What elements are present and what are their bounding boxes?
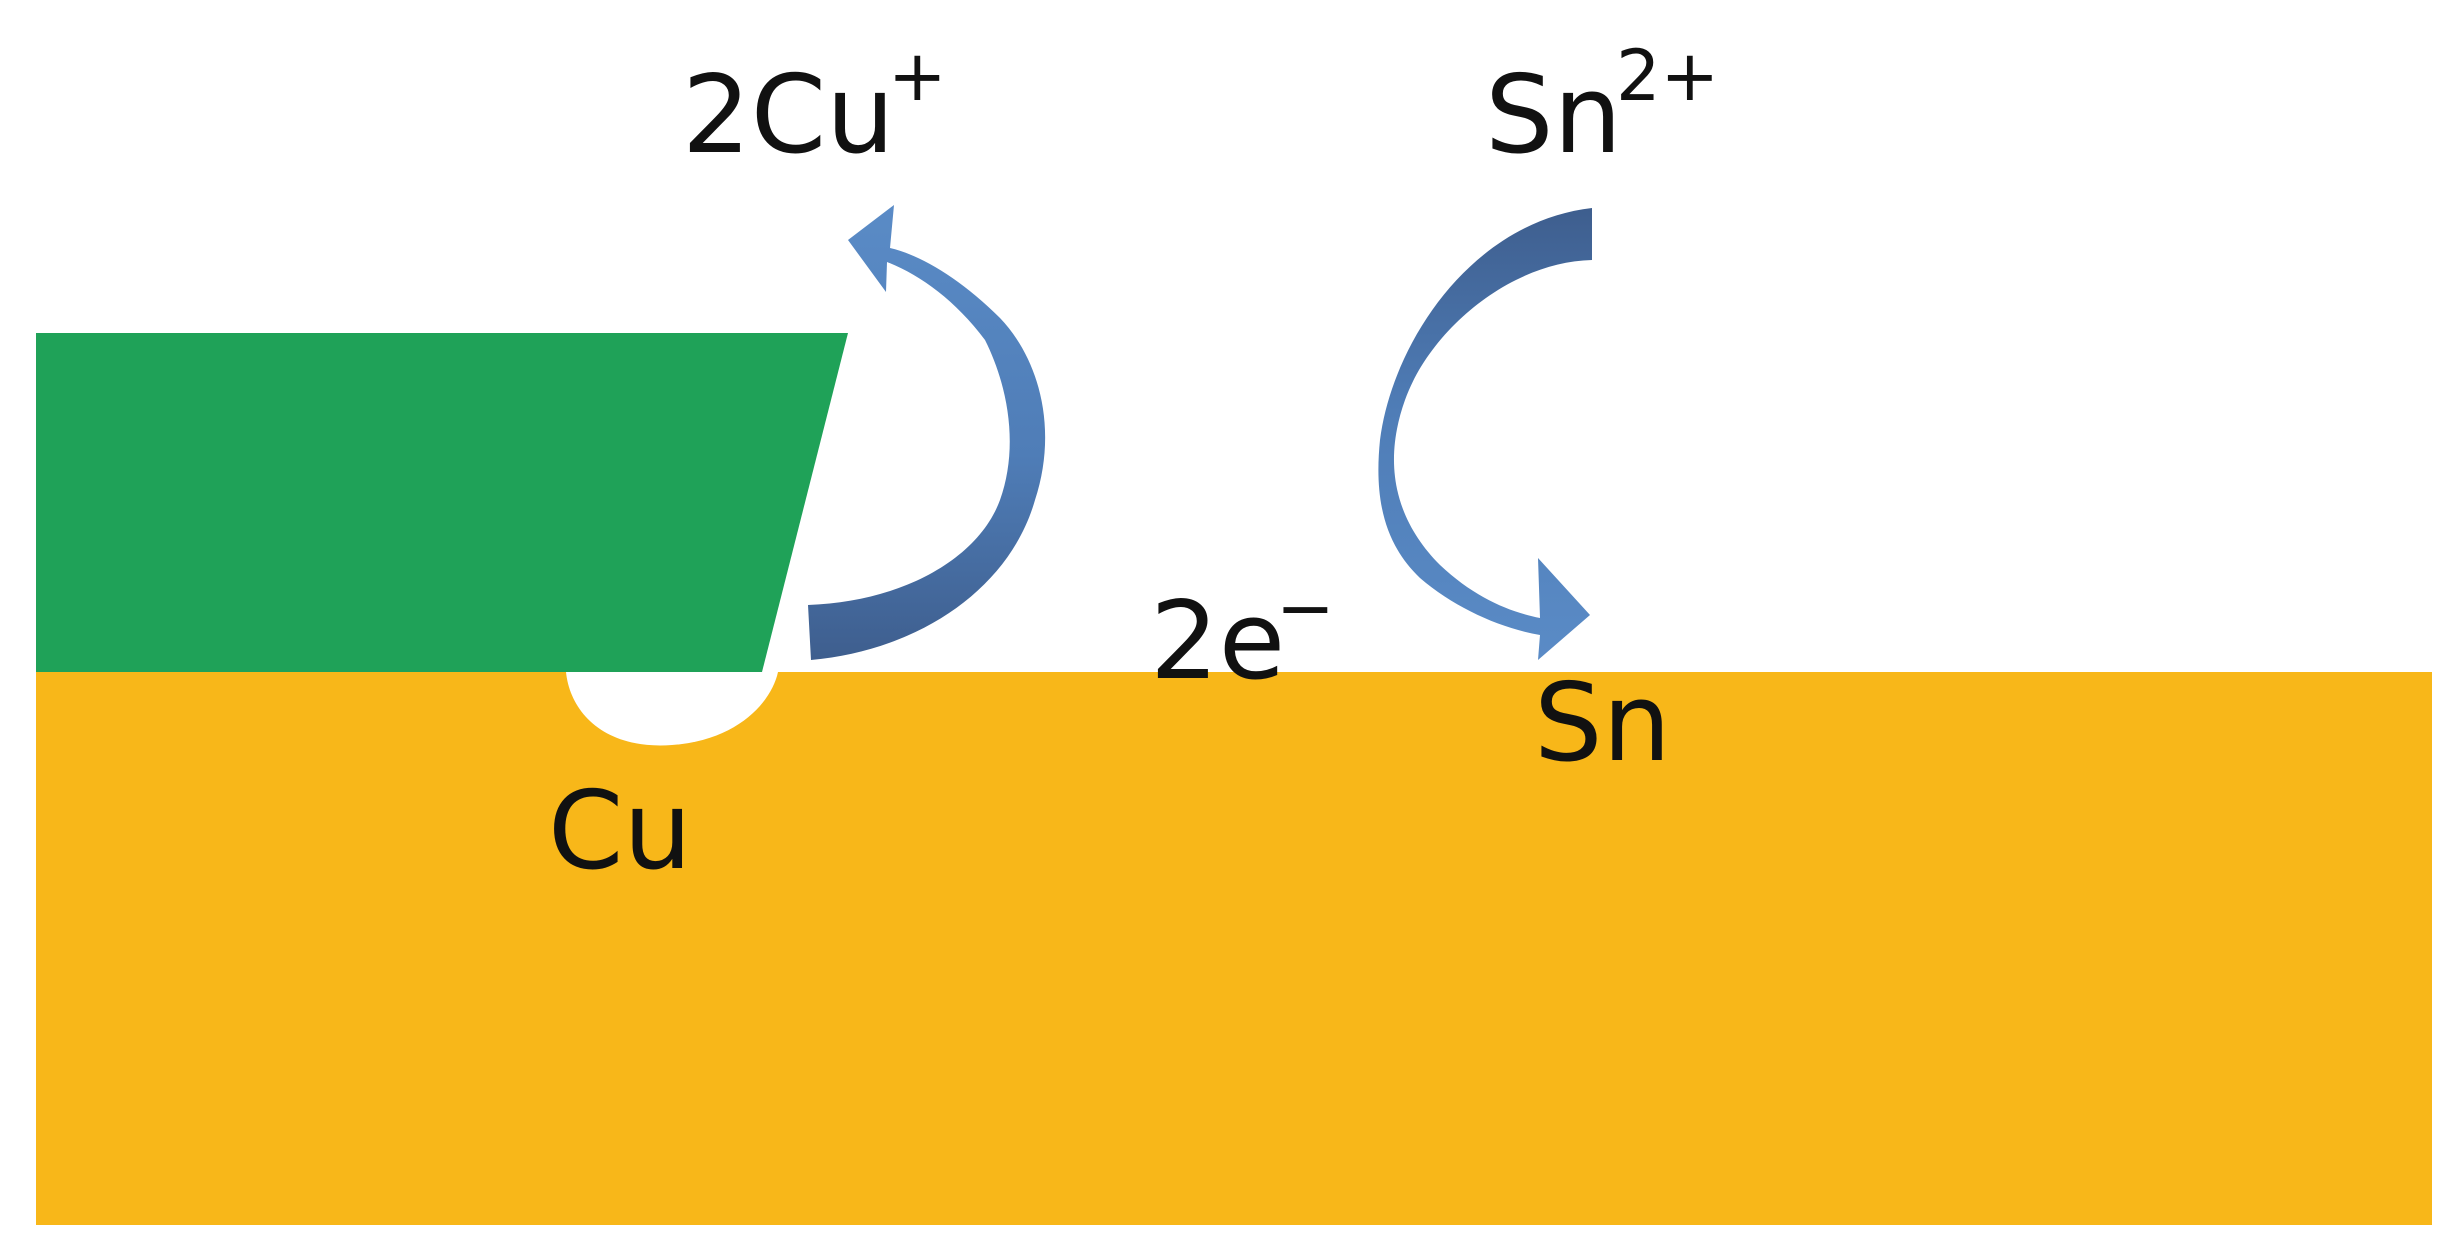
sn-ion-base: Sn [1485, 53, 1622, 178]
curved-arrow-up-left-icon [808, 205, 1046, 660]
substrate-layer [36, 672, 2432, 1225]
cu-ion-label: 2Cu + [682, 35, 947, 178]
cu-ion-base: 2Cu [682, 53, 895, 178]
etch-pit [566, 672, 778, 746]
mask-layer [36, 333, 848, 672]
electrons-base: 2e [1150, 579, 1285, 704]
sn-ion-charge: 2+ [1616, 35, 1719, 117]
electrons-label: 2e − [1150, 567, 1335, 704]
curved-arrow-down-right-icon [1378, 208, 1592, 660]
cu-metal-label: Cu [548, 769, 692, 894]
sn-ion-label: Sn 2+ [1485, 35, 1719, 178]
cu-ion-charge: + [888, 35, 947, 117]
sn-metal-label: Sn [1534, 661, 1671, 786]
electrons-charge: − [1276, 567, 1335, 649]
